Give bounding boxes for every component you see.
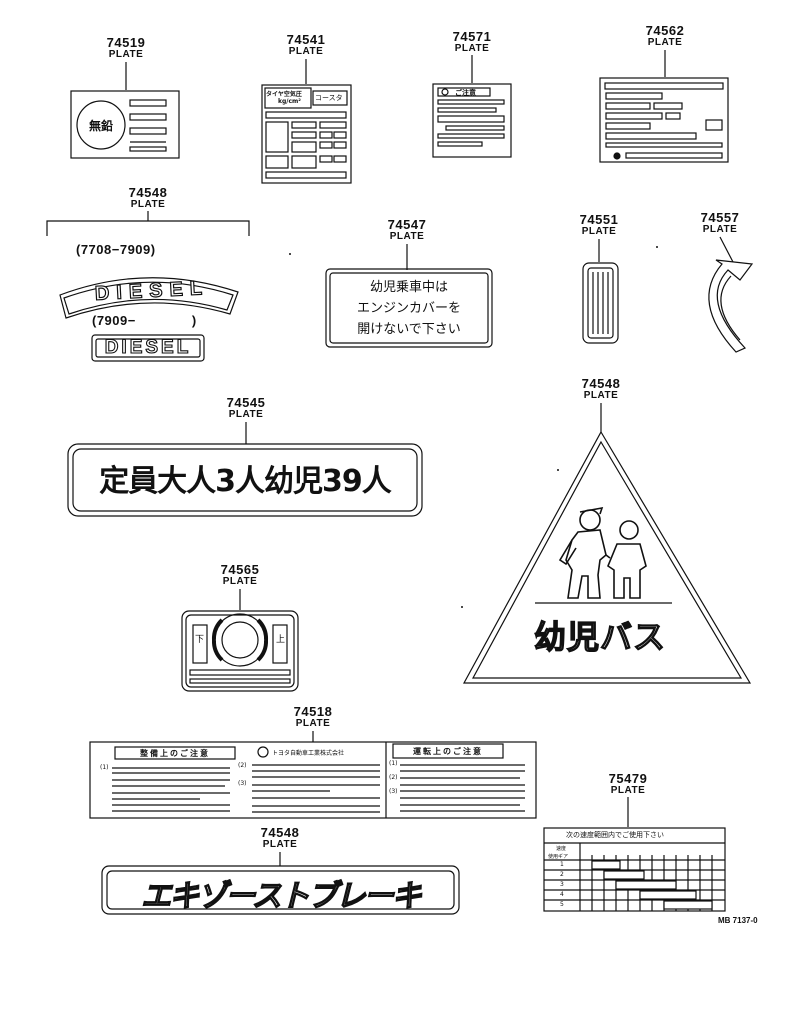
part-kind: PLATE [647,37,683,48]
item-number: (2) [238,762,247,769]
plate-74519 [70,90,180,159]
production-range-2-end: ) [191,313,197,328]
part-kind: PLATE [130,199,166,210]
part-number: 74562 [645,23,685,38]
item-number: (1) [389,760,398,767]
part-label-74545: 74545 PLATE [227,396,266,420]
leader-bracket [46,220,250,236]
caution-header: ご注意 [455,89,476,97]
part-label-74557: 74557 PLATE [701,211,740,235]
part-number: 74548 [260,825,300,840]
gear-row-label: 1 [560,861,564,868]
up-mark: 上 [276,635,286,645]
plate-74547 [325,268,493,348]
plate-74571 [432,83,512,158]
part-number: 75479 [608,771,648,786]
plate-74548-exhaust-brake [101,865,460,915]
leader-line [719,236,734,263]
item-number: (2) [389,774,398,781]
warning-line: 開けないで下さい [357,322,461,337]
plate-74518 [89,741,537,819]
part-label-74541: 74541 PLATE [287,33,326,57]
part-kind: PLATE [222,576,258,587]
part-kind: PLATE [454,43,490,54]
plate-74548-bus-triangle [462,430,752,684]
part-label-74518: 74518 PLATE [294,705,333,729]
part-label-74551: 74551 PLATE [580,213,619,237]
part-number: 74541 [286,32,326,47]
part-kind: PLATE [108,49,144,60]
speed-range-header: 次の速度範囲内でご使用下さい [566,831,664,839]
gear-row-header: 使用ギア [548,854,569,860]
part-number: 74557 [700,210,740,225]
part-label-74548-diesel: 74548 PLATE [129,186,168,210]
engine-cover-warning: 幼児乗車中は エンジンカバーを 開けないで下さい [330,277,488,340]
down-mark: 下 [195,635,205,645]
part-number: 74551 [579,212,619,227]
gear-row-label: 4 [560,891,564,898]
part-label-74571: 74571 PLATE [453,30,492,54]
item-number: (3) [238,780,247,787]
badge-unleaded: 無鉛 [88,119,113,133]
part-label-74548-exhaust: 74548 PLATE [261,826,300,850]
part-number: 74519 [106,35,146,50]
speed-column-header: 速度 [556,846,567,852]
part-label-74562: 74562 PLATE [646,24,685,48]
gear-row-label: 3 [560,881,564,888]
plate-74551 [582,262,619,344]
plate-74545 [67,443,423,517]
children-silhouette-icon [558,506,647,599]
plate-74548-diesel-arched [59,277,239,319]
exhaust-brake-text: エキゾーストブレーキ [141,878,423,914]
company-name: トヨタ自動車工業株式会社 [272,750,345,757]
part-kind: PLATE [389,231,425,242]
part-kind: PLATE [583,390,619,401]
part-kind: PLATE [228,409,264,420]
part-number: 74545 [226,395,266,410]
part-kind: PLATE [702,224,738,235]
plate-74541 [261,84,352,184]
item-number: (3) [389,788,398,795]
maintenance-caution-title: 整備上のご注意 [140,749,210,758]
part-number: 74571 [452,29,492,44]
part-label-75479: 75479 PLATE [609,772,648,796]
plate-74548-diesel-flat [91,334,205,362]
diesel-flat-text: DIESEL [104,336,192,358]
part-kind: PLATE [581,226,617,237]
capacity-text: 定員大人3人幼児39人 [99,464,392,499]
plate-75479 [543,827,726,912]
warning-line: 幼児乗車中は [369,280,448,295]
item-number: (1) [100,764,109,771]
production-range-2-start: (7909− [92,313,136,328]
part-kind: PLATE [262,839,298,850]
plate-74562 [599,77,729,163]
model-name-header: コースタ [315,94,343,102]
tire-pressure-header: タイヤ空気圧 [266,91,302,98]
part-label-74547: 74547 PLATE [388,218,427,242]
production-range-2: (7909−) [92,313,197,328]
part-number: 74548 [128,185,168,200]
production-range-1: (7708−7909) [76,242,156,257]
part-label-74519: 74519 PLATE [107,36,146,60]
part-number: 74548 [581,376,621,391]
gear-row-label: 5 [560,901,564,908]
driving-caution-title: 運転上のご注意 [413,747,483,756]
plate-74565 [181,610,299,692]
part-kind: PLATE [295,718,331,729]
plate-74557-curved-arrow [708,259,754,353]
warning-line: エンジンカバーを [356,301,461,316]
part-number: 74565 [220,562,260,577]
gear-row-label: 2 [560,871,564,878]
part-kind: PLATE [288,46,324,57]
part-label-74548-bus: 74548 PLATE [582,377,621,401]
part-number: 74518 [293,704,333,719]
part-number: 74547 [387,217,427,232]
part-label-74565: 74565 PLATE [221,563,260,587]
kindergarten-bus-text: 幼児バス [533,617,666,656]
tire-pressure-unit: kg/cm² [278,98,301,105]
drawing-code: MB 7137-0 [718,916,758,925]
part-kind: PLATE [610,785,646,796]
